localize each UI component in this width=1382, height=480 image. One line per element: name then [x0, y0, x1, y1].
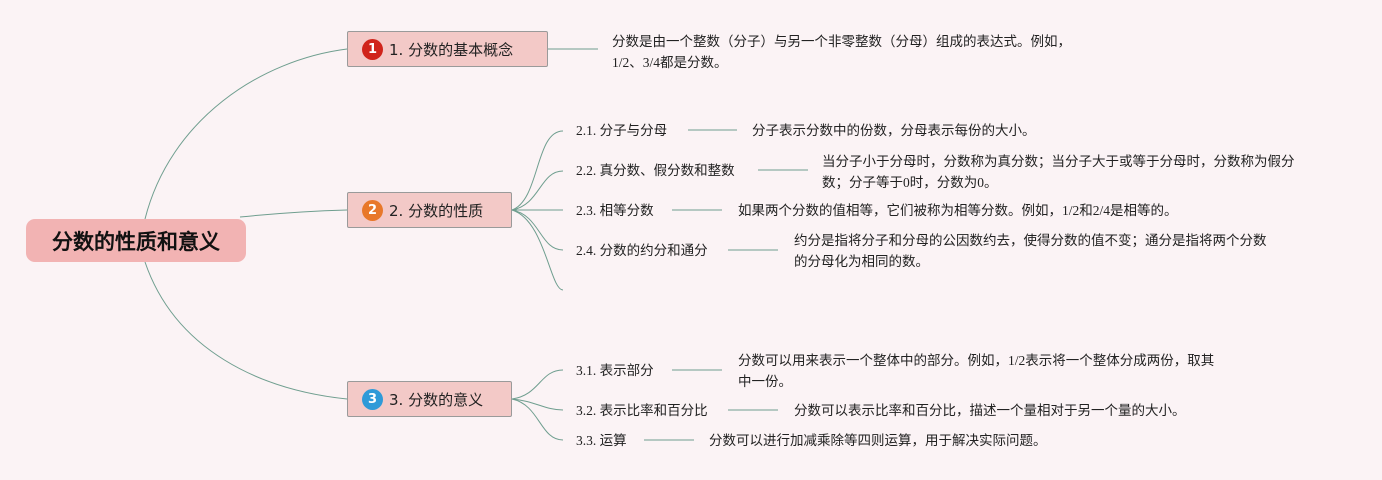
subtopic-2-4-desc-line1: 约分是指将分子和分母的公因数约去，使得分数的值不变；通分是指将两个分数: [794, 233, 1267, 248]
subtopic-3-1-description: 分数可以用来表示一个整体中的部分。例如，1/2表示将一个整体分成两份，取其 中一…: [738, 350, 1214, 392]
subtopic-2-2[interactable]: 2.2. 真分数、假分数和整数: [576, 163, 735, 178]
link-root-branch2: [239, 209, 348, 218]
branch-3-topic[interactable]: 3 3. 分数的意义: [347, 381, 512, 417]
subtopic-2-2-desc-line1: 当分子小于分母时，分数称为真分数；当分子大于或等于分母时，分数称为假分: [822, 154, 1295, 169]
subtopic-3-1-desc-line2: 中一份。: [738, 374, 792, 389]
subtopic-3-3-description: 分数可以进行加减乘除等四则运算，用于解决实际问题。: [709, 430, 1047, 451]
subtopic-3-3-desc-line1: 分数可以进行加减乘除等四则运算，用于解决实际问题。: [709, 433, 1047, 448]
subtopic-3-2-description: 分数可以表示比率和百分比，描述一个量相对于另一个量的大小。: [794, 400, 1186, 421]
number-2-icon: 2: [362, 199, 383, 221]
subtopic-2-4[interactable]: 2.4. 分数的约分和通分: [576, 243, 708, 258]
link-b2-c2: [511, 170, 564, 211]
branch-1-description: 分数是由一个整数（分子）与另一个非零整数（分母）组成的表达式。例如， 1/2、3…: [612, 31, 1071, 73]
subtopic-2-2-desc-line2: 数；分子等于0时，分数为0。: [822, 175, 998, 190]
branch-1-label: 1. 分数的基本概念: [389, 40, 514, 59]
branch-1-topic[interactable]: 1 1. 分数的基本概念: [347, 31, 548, 67]
link-root-branch3: [144, 261, 348, 400]
subtopic-3-2[interactable]: 3.2. 表示比率和百分比: [576, 403, 708, 418]
link-b3-c3: [511, 398, 564, 441]
link-b3-c2: [511, 398, 564, 411]
subtopic-2-3-description: 如果两个分数的值相等，它们被称为相等分数。例如，1/2和2/4是相等的。: [738, 200, 1178, 221]
branch-2-label: 2. 分数的性质: [389, 201, 484, 220]
link-b2-c1: [511, 130, 564, 211]
subtopic-3-1-desc-line1: 分数可以用来表示一个整体中的部分。例如，1/2表示将一个整体分成两份，取其: [738, 353, 1215, 368]
subtopic-2-4-desc-line2: 的分母化为相同的数。: [794, 254, 929, 269]
subtopic-2-1-description: 分子表示分数中的份数，分母表示每份的大小。: [752, 120, 1036, 141]
number-3-icon: 3: [362, 388, 383, 410]
branch-2-topic[interactable]: 2 2. 分数的性质: [347, 192, 512, 228]
root-topic[interactable]: 分数的性质和意义: [26, 219, 246, 262]
branch-1-desc-line2: 1/2、3/4都是分数。: [612, 55, 728, 70]
subtopic-3-2-desc-line1: 分数可以表示比率和百分比，描述一个量相对于另一个量的大小。: [794, 403, 1186, 418]
branch-3-label: 3. 分数的意义: [389, 390, 484, 409]
subtopic-2-3[interactable]: 2.3. 相等分数: [576, 203, 654, 218]
root-topic-label: 分数的性质和意义: [52, 229, 220, 254]
subtopic-2-2-description: 当分子小于分母时，分数称为真分数；当分子大于或等于分母时，分数称为假分 数；分子…: [822, 151, 1295, 193]
link-b2-c4: [511, 209, 564, 251]
subtopic-2-3-desc-line1: 如果两个分数的值相等，它们被称为相等分数。例如，1/2和2/4是相等的。: [738, 203, 1178, 218]
subtopic-3-3[interactable]: 3.3. 运算: [576, 433, 627, 448]
number-1-icon: 1: [362, 38, 383, 60]
link-b2-c5: [511, 209, 564, 291]
subtopic-2-1[interactable]: 2.1. 分子与分母: [576, 123, 668, 138]
branch-1-desc-line1: 分数是由一个整数（分子）与另一个非零整数（分母）组成的表达式。例如，: [612, 34, 1071, 49]
subtopic-2-4-description: 约分是指将分子和分母的公因数约去，使得分数的值不变；通分是指将两个分数 的分母化…: [794, 230, 1267, 272]
subtopic-2-1-desc-line1: 分子表示分数中的份数，分母表示每份的大小。: [752, 123, 1036, 138]
subtopic-3-1[interactable]: 3.1. 表示部分: [576, 363, 654, 378]
link-root-branch1: [144, 48, 348, 220]
link-b3-c1: [511, 369, 564, 400]
